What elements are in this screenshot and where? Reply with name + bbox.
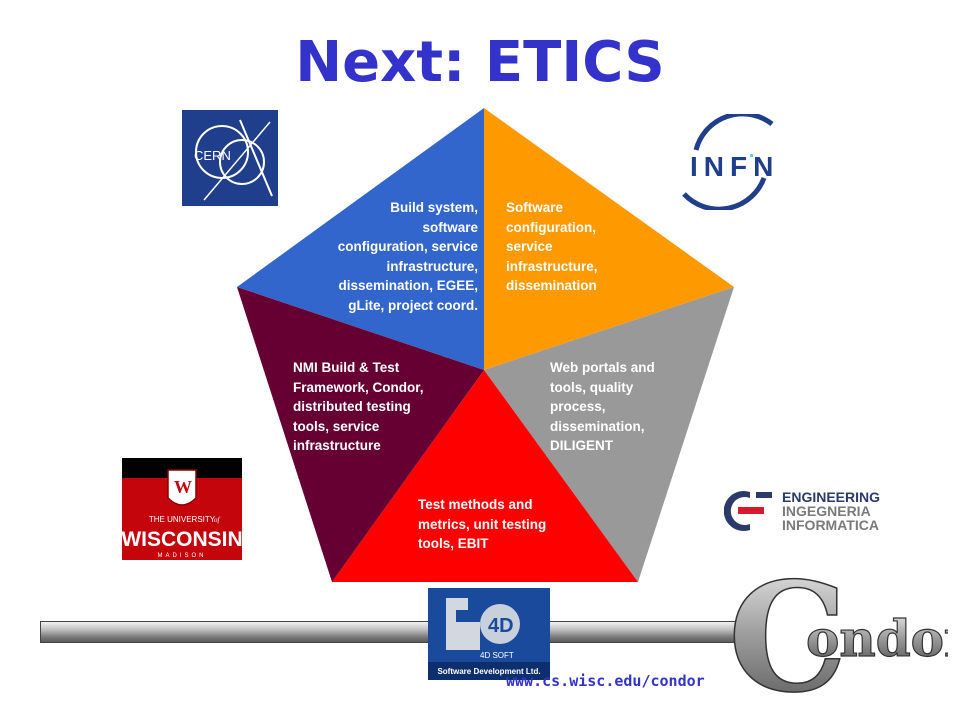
- cern-logo: CERN: [182, 110, 278, 206]
- svg-text:W: W: [174, 477, 192, 497]
- segment-engineering-text: Web portals and tools, quality process, …: [550, 360, 655, 453]
- segment-infn-text: Software configuration, service infrastr…: [506, 200, 598, 293]
- segment-infn: [484, 108, 734, 370]
- infn-logo-text: INFN: [690, 151, 779, 182]
- engineering-logo-graphic: ENGINEERING INGEGNERIA INFORMATICA: [723, 489, 880, 533]
- slide-title: Next: ETICS: [295, 30, 665, 95]
- segment-engineering: [484, 287, 734, 582]
- condor-logo-c: C: [728, 560, 847, 700]
- segment-cern-text: Build system, software configuration, se…: [337, 200, 478, 313]
- foursoft-line1: 4D SOFT: [480, 651, 514, 660]
- wisconsin-line4: MADISON: [157, 553, 206, 559]
- segment-4dsoft-text: Test methods and metrics, unit testing t…: [418, 497, 547, 551]
- segment-wisconsin: [237, 287, 484, 582]
- condor-logo-graphic: C ondor: [727, 549, 960, 720]
- condor-logo: C ondor: [727, 549, 960, 720]
- foursoft-logo-graphic: 4D 4D SOFT Software Development Ltd.: [428, 598, 550, 680]
- segment-4dsoft: [332, 370, 638, 582]
- segment-wisconsin-text: NMI Build & Test Framework, Condor, dist…: [293, 360, 424, 453]
- condor-logo-rest: ondor: [806, 609, 948, 668]
- wisconsin-line3: WISCONSIN: [122, 528, 242, 551]
- foursoft-logo: 4D 4D SOFT Software Development Ltd.: [428, 588, 550, 680]
- wisconsin-line2: of: [214, 516, 221, 524]
- engineering-line1: ENGINEERING: [782, 489, 880, 505]
- cern-logo-text: CERN: [194, 148, 231, 163]
- cern-logo-graphic: CERN: [194, 119, 273, 201]
- foursoft-line2: Software Development Ltd.: [437, 667, 540, 676]
- decorative-bar: [40, 621, 740, 643]
- wisconsin-logo: W THE UNIVERSITY of WISCONSIN MADISON: [122, 458, 242, 560]
- infn-logo: INFN: [676, 111, 780, 212]
- wisconsin-line1: THE UNIVERSITY: [149, 515, 216, 524]
- engineering-line3: INFORMATICA: [782, 517, 879, 532]
- condor-url: www.cs.wisc.edu/condor: [506, 672, 705, 690]
- wisconsin-crest-icon: W THE UNIVERSITY of WISCONSIN MADISON: [122, 469, 242, 559]
- engineering-line2: INGEGNERIA: [782, 503, 871, 519]
- infn-logo-graphic: INFN: [682, 111, 779, 212]
- engineering-logo: ENGINEERING INGEGNERIA INFORMATICA: [723, 488, 914, 533]
- segment-cern: [237, 108, 484, 370]
- svg-text:4D: 4D: [488, 615, 514, 637]
